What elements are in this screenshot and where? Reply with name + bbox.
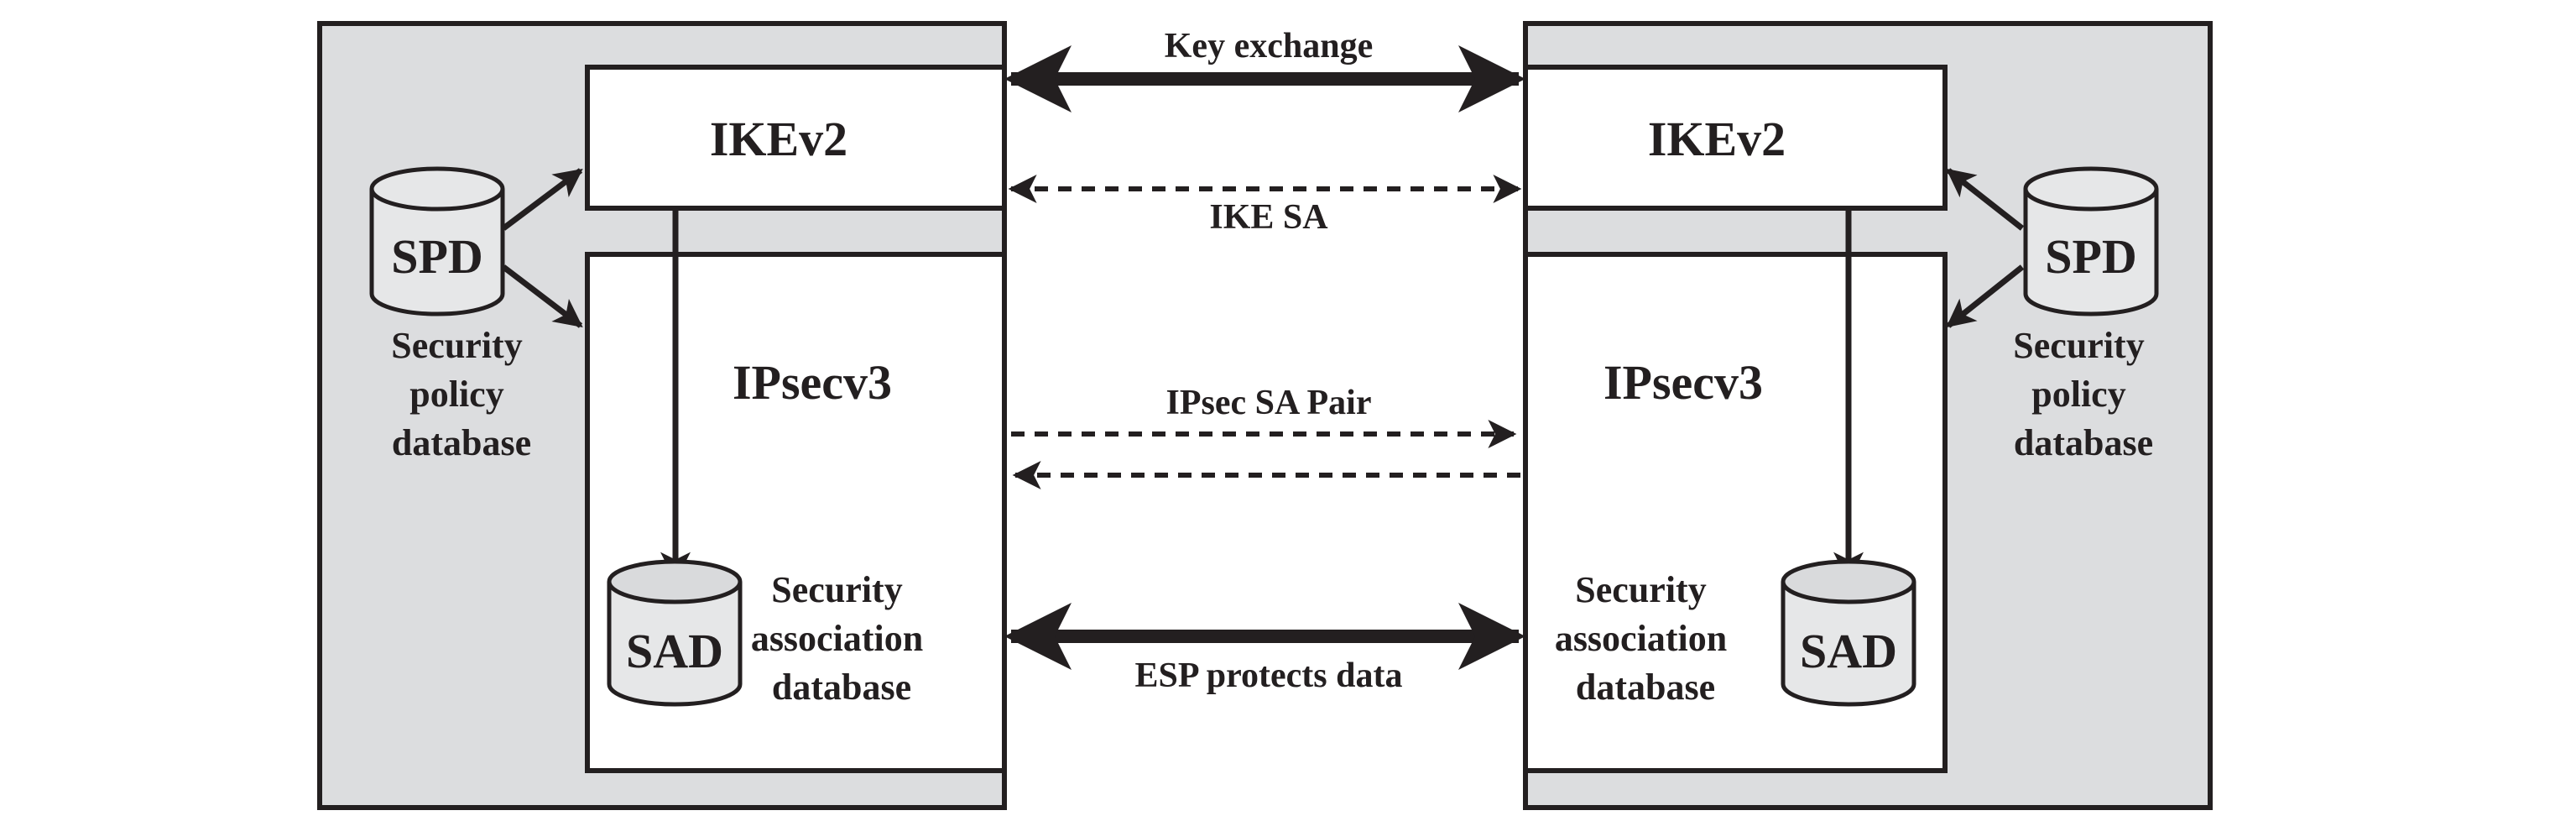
right-sad-caption-line-1: Security bbox=[1575, 569, 1706, 610]
left-spd-caption-line-2: policy bbox=[409, 374, 503, 415]
right-sad-caption-line-2: association bbox=[1555, 618, 1727, 659]
left-spd-caption-line-1: Security bbox=[391, 325, 522, 366]
right-sad-label: SAD bbox=[1800, 624, 1897, 678]
key-exchange-link: Key exchange bbox=[1004, 27, 1525, 112]
right-ike-label: IKEv2 bbox=[1648, 112, 1786, 166]
key-exchange-label: Key exchange bbox=[1165, 27, 1373, 65]
left-spd-label: SPD bbox=[391, 229, 483, 284]
right-spd-caption-line-2: policy bbox=[2031, 374, 2125, 415]
left-spd-caption: Security policy database bbox=[391, 325, 531, 463]
left-ike-label: IKEv2 bbox=[710, 112, 847, 166]
ike-sa-link: IKE SA bbox=[1008, 175, 1522, 237]
left-ipsec-label: IPsecv3 bbox=[733, 355, 892, 410]
right-sad-caption-line-3: database bbox=[1576, 667, 1715, 708]
left-sad-caption: Security association database bbox=[751, 569, 932, 708]
right-spd-to-ipsec-arrow bbox=[1946, 264, 2025, 328]
right-ipsec-label: IPsecv3 bbox=[1603, 355, 1763, 410]
left-spd-to-ike-arrow bbox=[501, 168, 583, 231]
right-spd-label: SPD bbox=[2045, 229, 2137, 284]
left-sad-caption-line-3: database bbox=[772, 667, 911, 708]
left-sad-label: SAD bbox=[626, 624, 723, 678]
right-spd-caption-line-1: Security bbox=[2013, 325, 2144, 366]
right-ike-box: IKEv2 bbox=[1523, 65, 1948, 211]
right-spd-caption-line-3: database bbox=[2014, 422, 2153, 463]
ipsec-sa-pair-link: IPsec SA Pair bbox=[1011, 384, 1520, 489]
right-spd-caption: Security policy database bbox=[2013, 325, 2153, 463]
right-spd-to-ike-arrow bbox=[1946, 168, 2025, 231]
right-spd-database: SPD bbox=[2023, 166, 2159, 316]
left-ike-box: IKEv2 bbox=[585, 65, 1007, 211]
left-sad-database: SAD bbox=[607, 559, 743, 707]
left-sad-caption-line-1: Security bbox=[771, 569, 902, 610]
right-sad-database: SAD bbox=[1781, 559, 1916, 707]
left-spd-caption-line-3: database bbox=[392, 422, 531, 463]
esp-link: ESP protects data bbox=[1004, 603, 1525, 695]
ipsec-sa-pair-label: IPsec SA Pair bbox=[1166, 384, 1372, 422]
esp-label: ESP protects data bbox=[1135, 656, 1403, 695]
right-host: IKEv2 IPsecv3 SPD Security policy databa… bbox=[1523, 21, 2213, 810]
left-ipsec-box: IPsecv3 bbox=[585, 252, 1007, 773]
left-spd-database: SPD bbox=[369, 166, 505, 316]
left-host: IKEv2 IPsecv3 SPD Security policy databa… bbox=[317, 21, 1007, 810]
right-sad-caption: Security association database bbox=[1555, 569, 1736, 708]
left-spd-to-ipsec-arrow bbox=[501, 264, 583, 328]
left-sad-caption-line-2: association bbox=[751, 618, 923, 659]
ike-sa-label: IKE SA bbox=[1209, 198, 1328, 237]
